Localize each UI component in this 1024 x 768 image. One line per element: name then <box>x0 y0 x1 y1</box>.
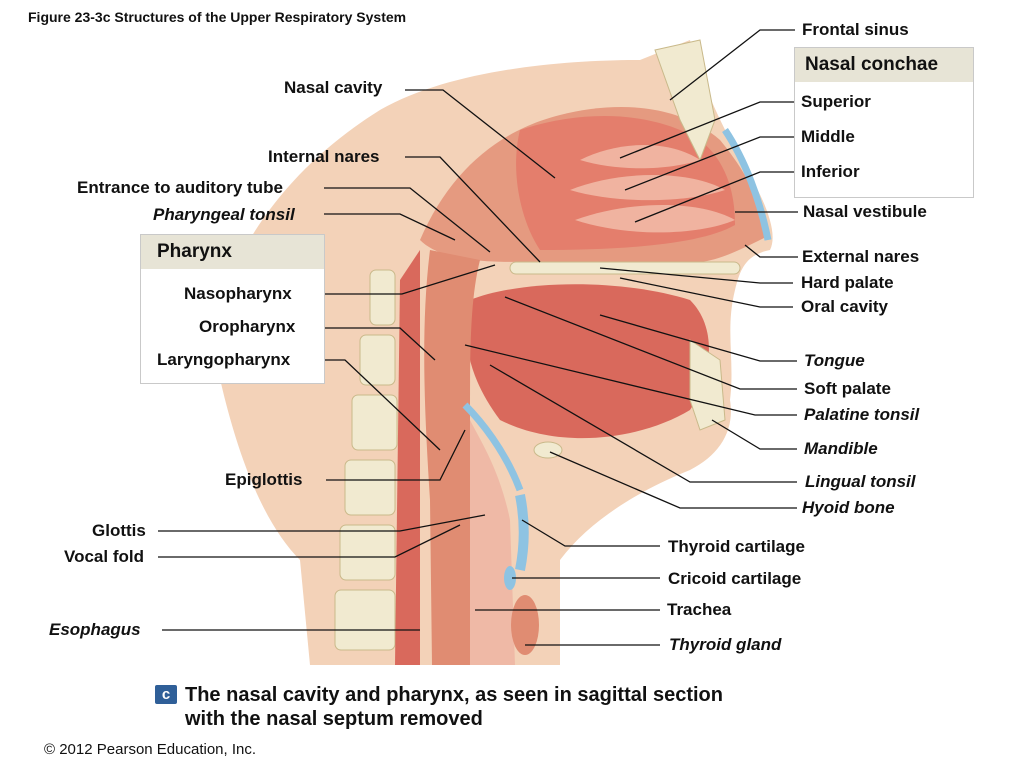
figure-caption: The nasal cavity and pharynx, as seen in… <box>185 684 723 730</box>
hard-palate-bone <box>509 261 741 275</box>
label-nasal-cavity: Nasal cavity <box>284 78 383 97</box>
leader-inferior <box>634 171 795 223</box>
leader-palatine-tonsil <box>464 344 797 416</box>
label-oral-cavity: Oral cavity <box>801 297 888 316</box>
label-oropharynx: Oropharynx <box>199 317 296 336</box>
thyroid-gland-shape <box>511 595 539 655</box>
label-lingual-tonsil: Lingual tonsil <box>805 472 916 491</box>
leader-oral-cavity <box>619 277 793 308</box>
leader-laryngopharynx <box>318 359 441 451</box>
leader-epiglottis <box>326 429 466 481</box>
label-hard-palate: Hard palate <box>801 273 894 292</box>
leader-hyoid-bone <box>549 451 797 509</box>
label-thyroid-cartilage: Thyroid cartilage <box>668 537 805 556</box>
label-esophagus: Esophagus <box>49 620 141 639</box>
leader-oropharynx <box>318 327 436 361</box>
leader-glottis <box>158 514 486 532</box>
leader-nasal-cavity <box>405 89 556 179</box>
caption-badge: c <box>155 685 177 704</box>
label-middle: Middle <box>801 127 855 146</box>
label-laryngopharynx: Laryngopharynx <box>157 350 291 369</box>
leader-soft-palate <box>504 296 797 390</box>
leader-vocal-fold <box>158 524 461 558</box>
label-palatine-tonsil: Palatine tonsil <box>804 405 920 424</box>
vertebral-column <box>334 269 398 651</box>
label-tongue: Tongue <box>804 351 865 370</box>
leader-nasopharynx <box>318 264 496 295</box>
leader-middle <box>624 136 795 191</box>
mandible-bone <box>689 339 726 431</box>
leader-superior <box>619 101 795 159</box>
leader-hard-palate <box>599 267 793 284</box>
superior-concha <box>580 145 700 169</box>
cricoid-cartilage <box>504 566 516 590</box>
prevertebral-muscle <box>395 250 420 665</box>
label-epiglottis: Epiglottis <box>225 470 303 489</box>
leader-lines <box>158 29 798 646</box>
frontal-bone <box>654 39 716 162</box>
label-pharyngeal-tonsil: Pharyngeal tonsil <box>153 205 295 224</box>
label-entrance-auditory-tube: Entrance to auditory tube <box>77 178 283 197</box>
nasal-cartilage <box>722 128 772 241</box>
label-hyoid-bone: Hyoid bone <box>802 498 895 517</box>
label-thyroid-gland: Thyroid gland <box>669 635 782 654</box>
leader-pharyngeal-tonsil <box>324 213 456 241</box>
label-glottis: Glottis <box>92 521 146 540</box>
leader-lingual-tonsil <box>489 364 797 483</box>
leader-auditory-tube <box>324 187 491 253</box>
label-inferior: Inferior <box>801 162 860 181</box>
tongue-muscle <box>466 284 709 439</box>
leader-internal-nares <box>405 156 541 263</box>
copyright: © 2012 Pearson Education, Inc. <box>44 741 257 758</box>
label-superior: Superior <box>801 92 871 111</box>
label-trachea: Trachea <box>667 600 732 619</box>
leader-thyroid-cartilage <box>521 519 660 547</box>
label-mandible: Mandible <box>804 439 878 458</box>
figure-title: Figure 23-3c Structures of the Upper Res… <box>28 9 407 25</box>
label-soft-palate: Soft palate <box>804 379 891 398</box>
label-frontal-sinus: Frontal sinus <box>802 20 909 39</box>
pharynx-tube <box>424 250 480 665</box>
label-nasopharynx: Nasopharynx <box>184 284 292 303</box>
label-vocal-fold: Vocal fold <box>64 547 144 566</box>
label-internal-nares: Internal nares <box>268 147 380 166</box>
leader-frontal-sinus <box>669 29 795 101</box>
nasal-conchae-title: Nasal conchae <box>795 48 973 82</box>
label-nasal-vestibule: Nasal vestibule <box>803 202 927 221</box>
pharynx-box: Pharynx <box>140 234 325 384</box>
leader-mandible <box>711 419 797 450</box>
label-external-nares: External nares <box>802 247 920 266</box>
label-cricoid-cartilage: Cricoid cartilage <box>668 569 802 588</box>
leader-external-nares <box>744 244 798 258</box>
nasal-conchae-box: Nasal conchae <box>794 47 974 198</box>
inferior-concha <box>575 205 735 233</box>
larynx-trachea <box>470 420 515 665</box>
thyroid-cartilage <box>515 494 529 571</box>
leader-tongue <box>599 314 797 362</box>
pharynx-box-title: Pharynx <box>141 235 324 269</box>
middle-concha <box>570 175 725 201</box>
epiglottis-cartilage <box>462 402 524 492</box>
